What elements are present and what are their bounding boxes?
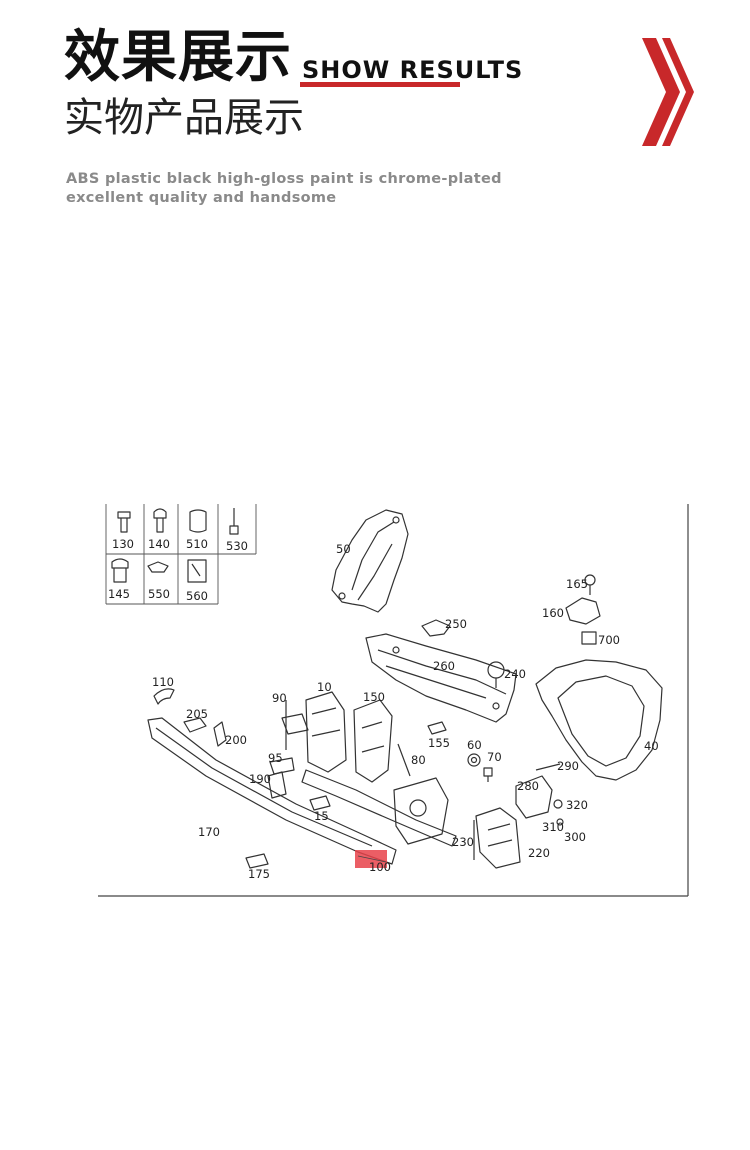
label-280: 280 — [517, 779, 539, 793]
fastener-table: 130 140 510 530 145 550 560 — [105, 504, 257, 605]
label-700: 700 — [598, 633, 620, 647]
label-250: 250 — [445, 617, 467, 631]
label-320: 320 — [566, 798, 588, 812]
title-chinese: 效果展示 — [64, 25, 292, 90]
part-10-crash-box — [281, 691, 347, 773]
label-70: 70 — [487, 750, 502, 764]
description-line-2: excellent quality and handsome — [66, 190, 337, 206]
part-170-bumper-beam — [147, 717, 397, 865]
fastener-label-530: 530 — [226, 539, 248, 553]
label-200: 200 — [225, 733, 247, 747]
part-50-upper-support — [331, 509, 409, 613]
title-underline — [300, 82, 460, 87]
chevron-right-icon — [642, 38, 694, 146]
label-10: 10 — [317, 680, 332, 694]
label-205: 205 — [186, 707, 208, 721]
fastener-label-560: 560 — [186, 589, 208, 603]
part-15-clip — [309, 795, 331, 811]
label-155: 155 — [428, 736, 450, 750]
part-labels: 50 250 260 240 165 160 700 40 110 205 20… — [152, 542, 659, 881]
part-70-bolt — [483, 767, 493, 782]
label-15: 15 — [314, 809, 329, 823]
description: ABS plastic black high-gloss paint is ch… — [66, 170, 502, 208]
part-205-clip — [183, 717, 207, 733]
part-110-bracket — [153, 688, 175, 705]
part-190-bracket — [267, 771, 287, 799]
label-300: 300 — [564, 830, 586, 844]
label-190: 190 — [249, 772, 271, 786]
part-80-rod — [397, 743, 411, 777]
part-220-bracket — [473, 807, 521, 869]
part-160-bracket — [565, 574, 601, 645]
part-200-clip — [213, 721, 227, 747]
label-80: 80 — [411, 753, 426, 767]
label-260: 260 — [433, 659, 455, 673]
label-40: 40 — [644, 739, 659, 753]
label-160: 160 — [542, 606, 564, 620]
part-40-side-frame — [535, 659, 663, 781]
label-95: 95 — [268, 751, 283, 765]
label-165: 165 — [566, 577, 588, 591]
label-150: 150 — [363, 690, 385, 704]
fastener-label-145: 145 — [108, 587, 130, 601]
label-110: 110 — [152, 675, 174, 689]
part-175-clip — [245, 853, 269, 869]
parts-diagram: 130 140 510 530 145 550 560 — [96, 500, 692, 900]
fastener-label-140: 140 — [148, 537, 170, 551]
title-english: SHOW RESULTS — [302, 56, 524, 84]
label-50: 50 — [336, 542, 351, 556]
label-290: 290 — [557, 759, 579, 773]
subtitle-chinese: 实物产品展示 — [64, 95, 304, 141]
part-155-clip — [427, 721, 447, 735]
center-bracket — [393, 777, 449, 845]
label-220: 220 — [528, 846, 550, 860]
part-260-cross-member — [365, 633, 517, 723]
label-100: 100 — [369, 860, 391, 874]
label-175: 175 — [248, 867, 270, 881]
label-60: 60 — [467, 738, 482, 752]
part-95-bracket — [269, 757, 295, 775]
part-240-knob — [487, 661, 505, 688]
part-250-bracket — [421, 619, 451, 637]
label-240: 240 — [504, 667, 526, 681]
description-line-1: ABS plastic black high-gloss paint is ch… — [66, 171, 502, 187]
label-230: 230 — [452, 835, 474, 849]
fastener-label-510: 510 — [186, 537, 208, 551]
part-150-bracket — [353, 699, 393, 783]
label-90: 90 — [272, 691, 287, 705]
label-170: 170 — [198, 825, 220, 839]
lower-rail — [301, 769, 457, 847]
fastener-label-130: 130 — [112, 537, 134, 551]
part-60-nut — [467, 753, 481, 767]
label-310: 310 — [542, 820, 564, 834]
header: 效果展示 SHOW RESULTS 实物产品展示 ABS plastic bla… — [0, 0, 750, 220]
part-280-hinge — [515, 763, 564, 826]
fastener-label-550: 550 — [148, 587, 170, 601]
